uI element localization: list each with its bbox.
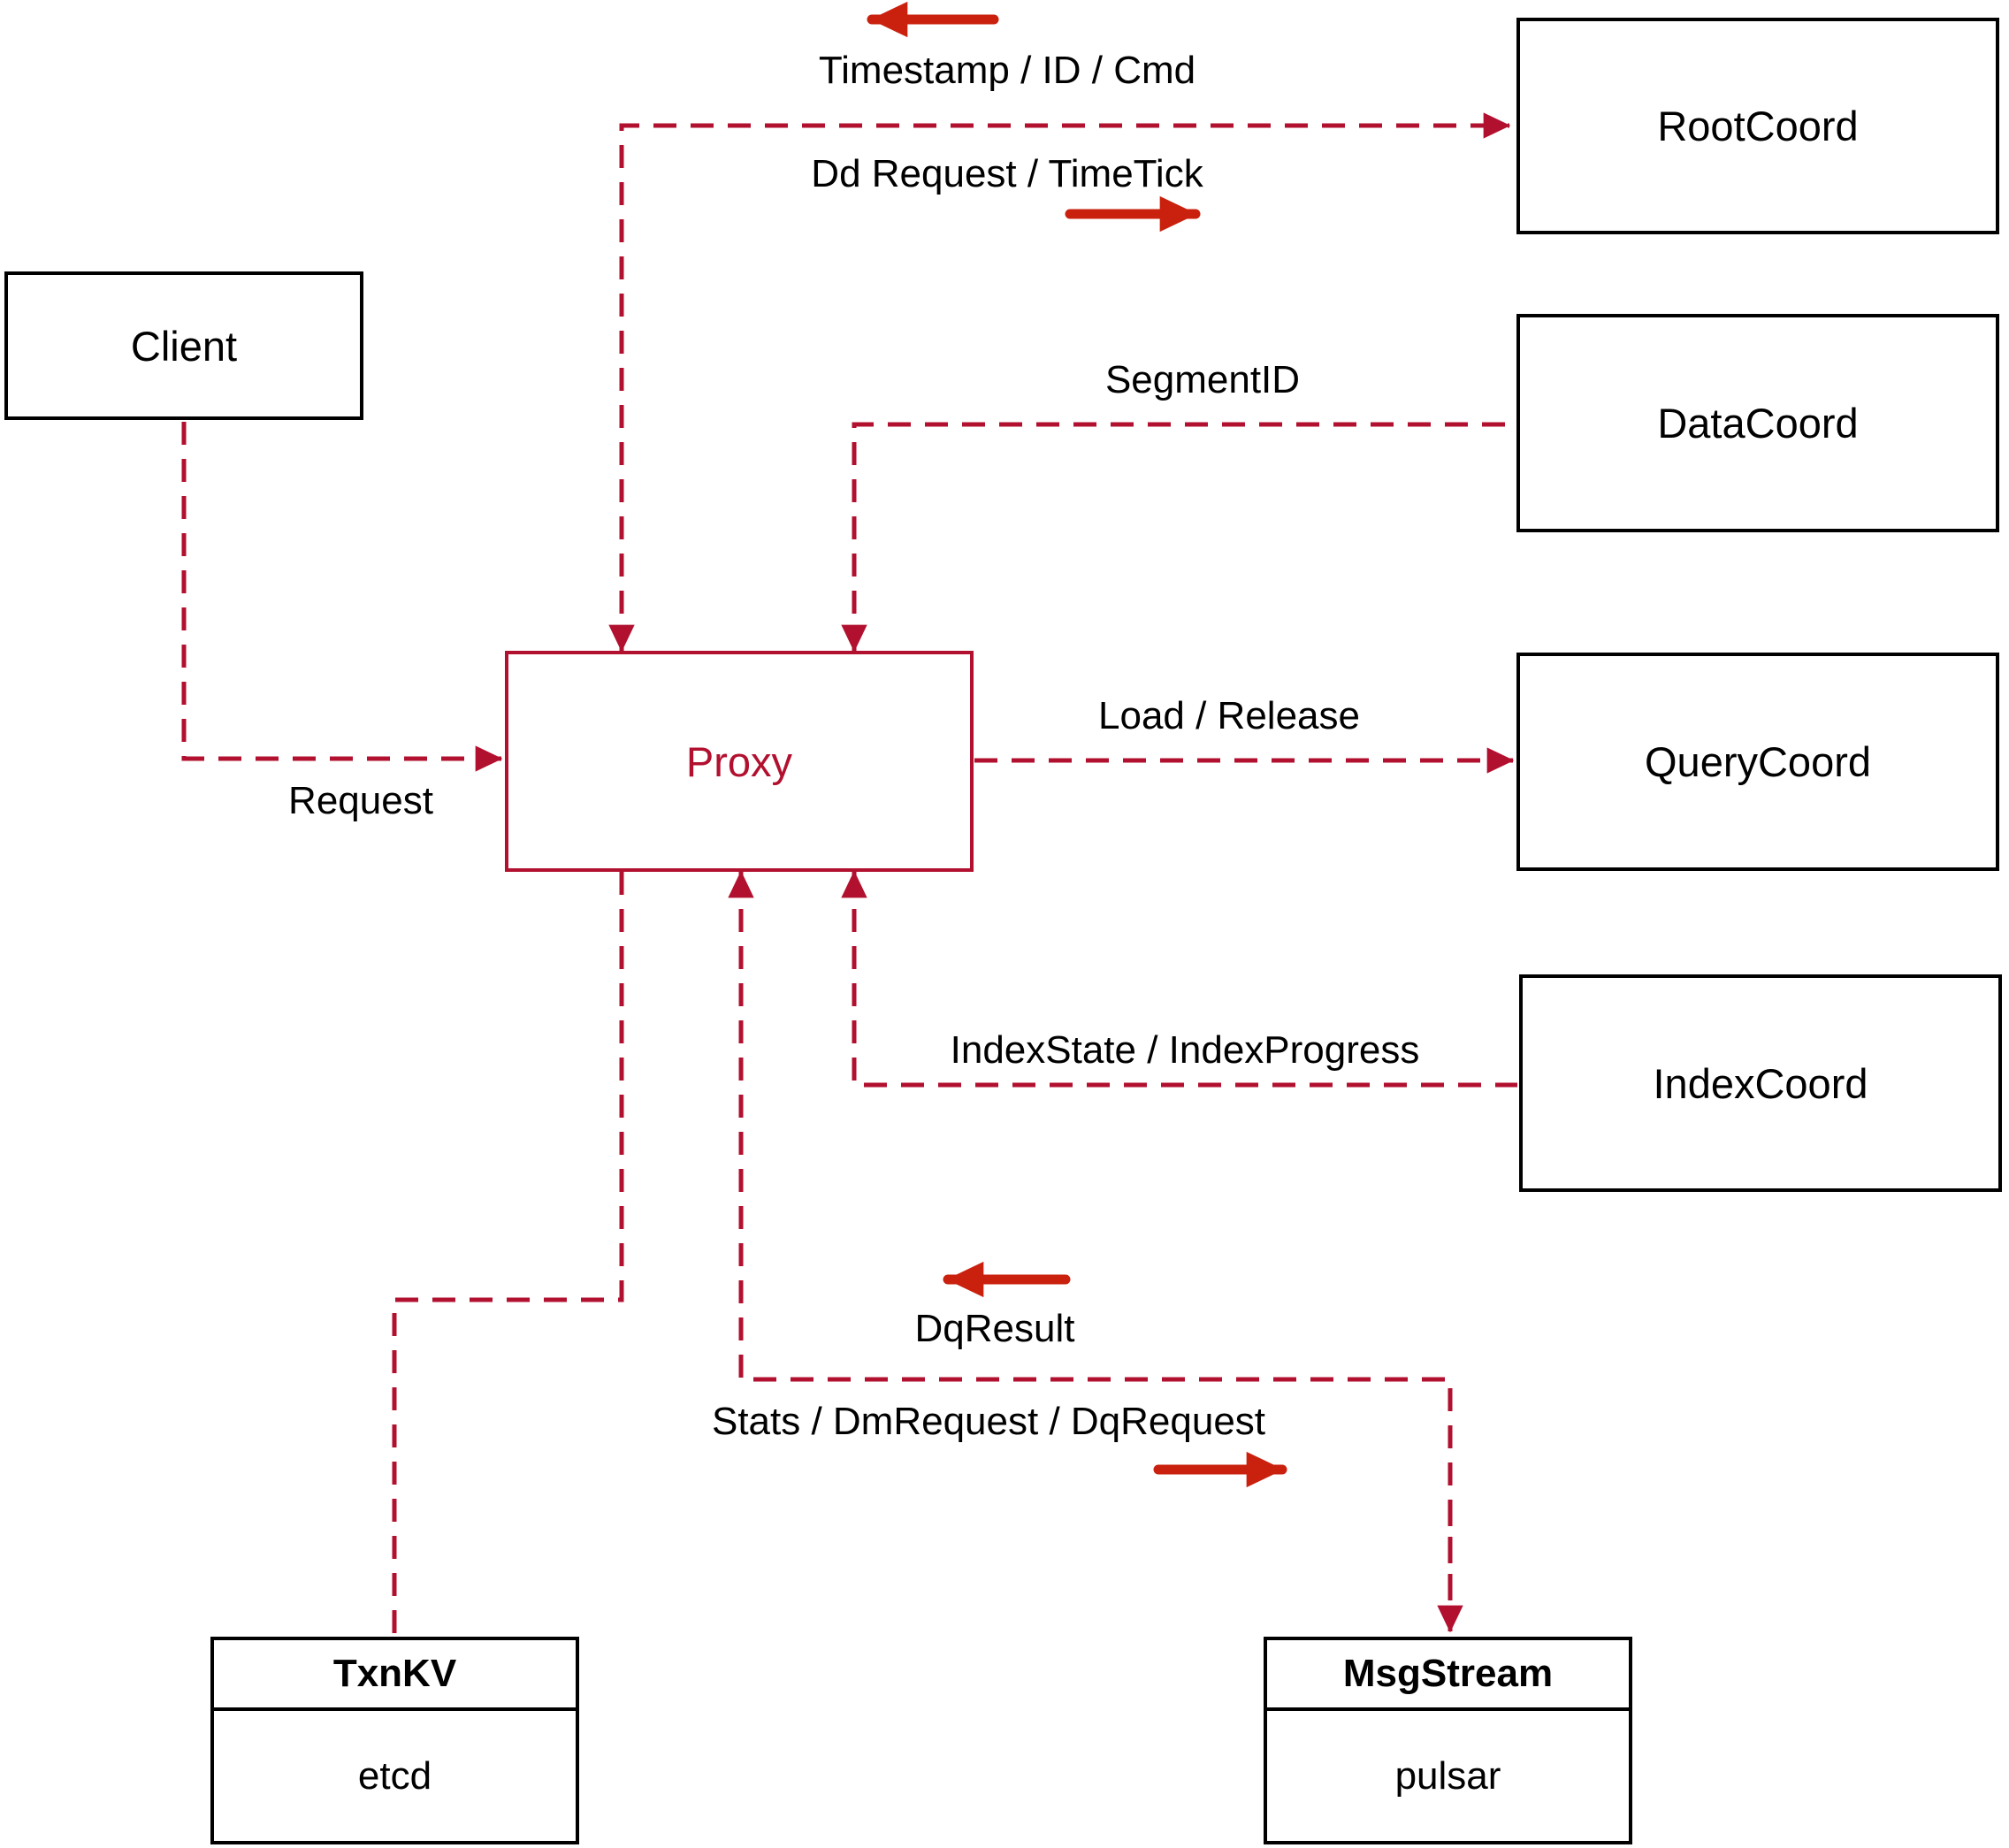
edge-label-timestamp-id-cmd: Timestamp / ID / Cmd xyxy=(818,49,1196,92)
node-msgstream-title: MsgStream xyxy=(1267,1640,1629,1711)
node-msgstream: MsgStream pulsar xyxy=(1264,1637,1632,1844)
node-querycoord: QueryCoord xyxy=(1516,653,1999,871)
edge-label-load-release: Load / Release xyxy=(1098,694,1360,737)
node-msgstream-impl: pulsar xyxy=(1394,1753,1501,1798)
edge-proxy-txnkv xyxy=(392,872,624,1635)
node-querycoord-label: QueryCoord xyxy=(1645,738,1871,785)
edge-label-dd-request-timetick: Dd Request / TimeTick xyxy=(811,152,1203,195)
node-datacoord: DataCoord xyxy=(1516,314,1999,532)
node-client-label: Client xyxy=(130,322,238,370)
node-txnkv-impl: etcd xyxy=(357,1753,432,1798)
node-rootcoord-label: RootCoord xyxy=(1657,103,1859,149)
edge-datacoord-proxy xyxy=(841,422,1515,653)
node-proxy: Proxy xyxy=(505,651,974,872)
node-datacoord-label: DataCoord xyxy=(1657,400,1859,447)
edge-client-proxy xyxy=(181,422,503,772)
edge-proxy-rootcoord xyxy=(608,112,1511,653)
node-indexcoord: IndexCoord xyxy=(1519,974,2002,1192)
node-client: Client xyxy=(4,271,363,420)
node-txnkv: TxnKV etcd xyxy=(210,1637,579,1844)
edge-label-stats-dm-dq: Stats / DmRequest / DqRequest xyxy=(711,1400,1266,1443)
edge-label-segment-id: SegmentID xyxy=(1104,358,1301,401)
edge-label-dq-result: DqResult xyxy=(914,1307,1075,1350)
node-proxy-label: Proxy xyxy=(685,737,793,785)
edge-proxy-msgstream xyxy=(728,870,1453,1631)
edge-label-request: Request xyxy=(288,779,433,822)
node-txnkv-title: TxnKV xyxy=(214,1640,576,1711)
node-indexcoord-label: IndexCoord xyxy=(1653,1059,1868,1107)
node-rootcoord: RootCoord xyxy=(1516,18,1999,234)
edge-label-index-state-progress: IndexState / IndexProgress xyxy=(950,1028,1420,1072)
